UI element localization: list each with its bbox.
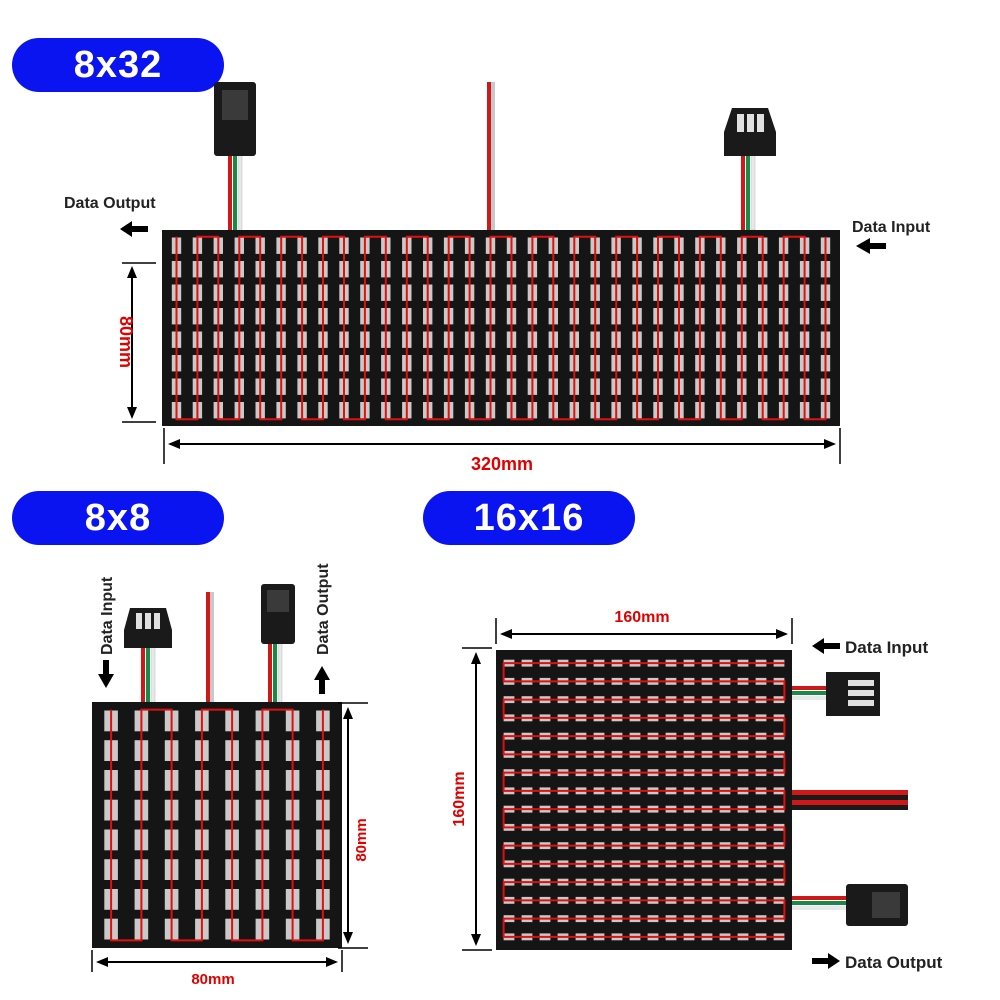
height-label-16x16: 160mm	[451, 771, 468, 826]
data-output-label-8x32: Data Output	[64, 195, 156, 212]
wires-center-8x8	[206, 592, 214, 704]
connector-left-8x8	[124, 608, 172, 705]
data-input-label-16x16: Data Input	[845, 638, 928, 657]
height-dimension-8x32	[122, 262, 156, 423]
led-grid-8x8	[104, 710, 330, 940]
panel-8x8: Data Input Data Output 80mm 80mm	[91, 563, 370, 988]
title-badge-16x16: 16x16	[423, 491, 635, 545]
data-input-arrow-8x8	[98, 660, 114, 688]
wires-top-center	[487, 82, 495, 232]
data-input-arrow-8x32	[856, 238, 886, 254]
height-dimension-8x8	[338, 702, 368, 949]
panel-16x16: Data Input Data Output 160mm 160mm	[451, 609, 943, 972]
board-8x8	[92, 702, 342, 948]
data-output-arrow-16x16	[812, 953, 840, 969]
data-input-label-8x8: Data Input	[99, 576, 116, 655]
data-output-label-8x8: Data Output	[315, 563, 332, 655]
data-output-arrow-8x8	[314, 666, 330, 694]
connector-right-8x8	[261, 584, 295, 705]
width-dimension-8x32	[163, 428, 841, 464]
height-dimension-16x16	[462, 647, 492, 951]
connector-left-8x32	[214, 82, 256, 235]
width-dimension-16x16	[495, 618, 793, 644]
panel-8x32: Data Output Data Input 80mm 320mm	[64, 82, 931, 474]
data-output-arrow-8x32	[120, 221, 148, 237]
data-output-label-16x16: Data Output	[845, 953, 943, 972]
connector-input-16x16	[792, 672, 880, 716]
connector-output-16x16	[792, 884, 908, 926]
data-path-16x16	[502, 662, 786, 938]
title-badge-8x8: 8x8	[12, 491, 224, 545]
title-badge-8x32: 8x32	[12, 38, 224, 92]
width-dimension-8x8	[91, 950, 343, 972]
width-label-8x32: 320mm	[471, 454, 533, 474]
width-label-8x8: 80mm	[191, 971, 234, 988]
board-8x32	[162, 230, 840, 426]
data-path-8x8	[110, 708, 324, 942]
board-16x16	[496, 650, 792, 950]
data-path-8x32	[175, 235, 827, 421]
connector-right-8x32	[724, 108, 776, 231]
wires-center-16x16	[792, 790, 908, 810]
height-label-8x8: 80mm	[353, 818, 370, 861]
height-label-8x32: 80mm	[116, 316, 136, 368]
data-input-label-8x32: Data Input	[852, 219, 931, 236]
width-label-16x16: 160mm	[614, 609, 669, 626]
data-input-arrow-16x16	[812, 638, 840, 654]
